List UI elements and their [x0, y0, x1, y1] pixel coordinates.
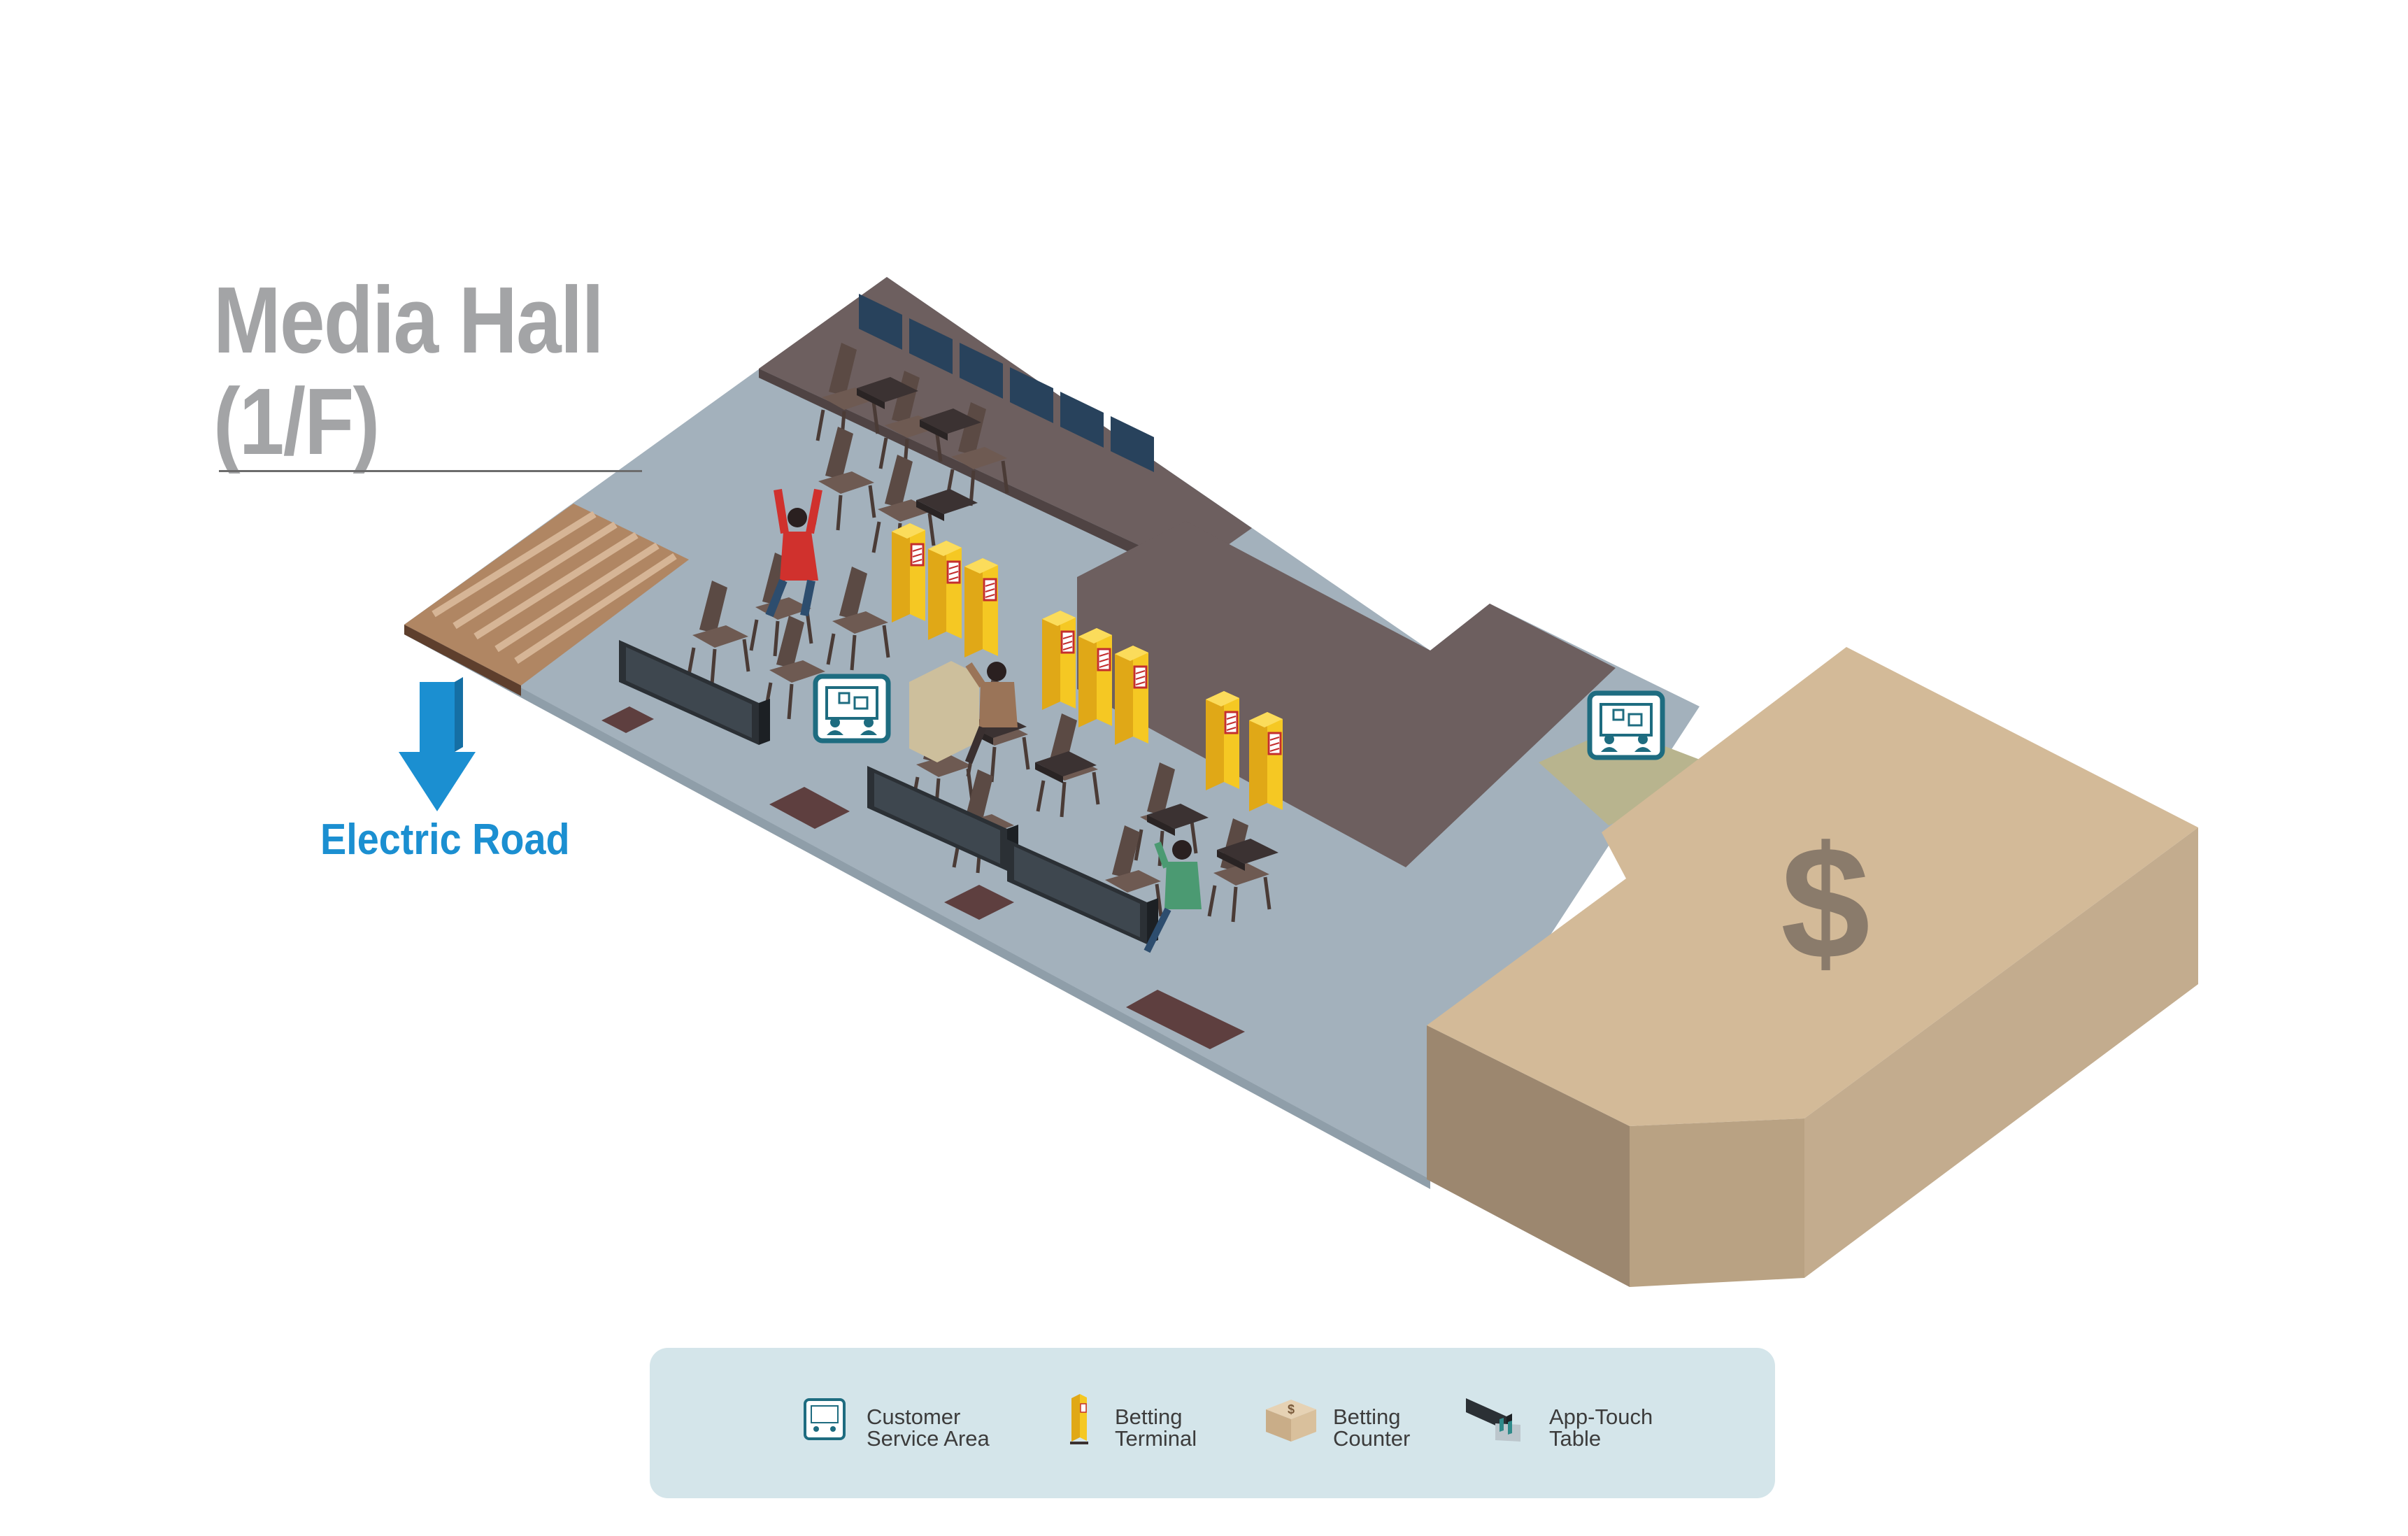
legend-label: Counter — [1333, 1426, 1411, 1451]
hall-floor — [404, 277, 1700, 1179]
customer-service-icon — [804, 1398, 846, 1440]
svg-text:$: $ — [1288, 1402, 1295, 1416]
legend-label: Table — [1549, 1426, 1602, 1451]
person-red — [765, 488, 822, 618]
legend-label: Customer — [867, 1405, 961, 1429]
legend-label: Betting — [1115, 1405, 1183, 1429]
title-line2: (1/F) — [213, 369, 380, 474]
legend-label: Betting — [1333, 1405, 1401, 1429]
staircase — [404, 504, 689, 696]
page-title: Media Hall (1/F) — [213, 267, 604, 474]
betting-counter-icon: $ — [1266, 1400, 1316, 1442]
legend: Customer Service Area Betting Terminal $… — [650, 1348, 1775, 1498]
customer-service-icon — [815, 676, 888, 741]
app-touch-table-icon — [1466, 1398, 1520, 1442]
wall-windows — [859, 294, 1154, 472]
exit-arrow — [399, 677, 476, 811]
person-green — [1144, 840, 1202, 953]
title-divider — [219, 470, 642, 472]
back-wall — [759, 277, 1252, 570]
title-line1: Media Hall — [213, 267, 604, 373]
exit-label: Electric Road — [320, 816, 570, 864]
legend-label: App-Touch — [1549, 1405, 1653, 1429]
betting-counter-block — [1427, 647, 2198, 1287]
customer-service-icon — [1590, 693, 1662, 758]
service-desk — [909, 661, 979, 762]
dark-zone — [1077, 521, 1616, 867]
legend-label: Service Area — [867, 1426, 990, 1451]
betting-terminal-icon — [1070, 1394, 1088, 1444]
front-pillars — [601, 706, 1245, 1049]
dollar-icon: $ — [1781, 813, 1870, 993]
legend-label: Terminal — [1115, 1426, 1197, 1451]
person-brown — [964, 662, 1018, 765]
